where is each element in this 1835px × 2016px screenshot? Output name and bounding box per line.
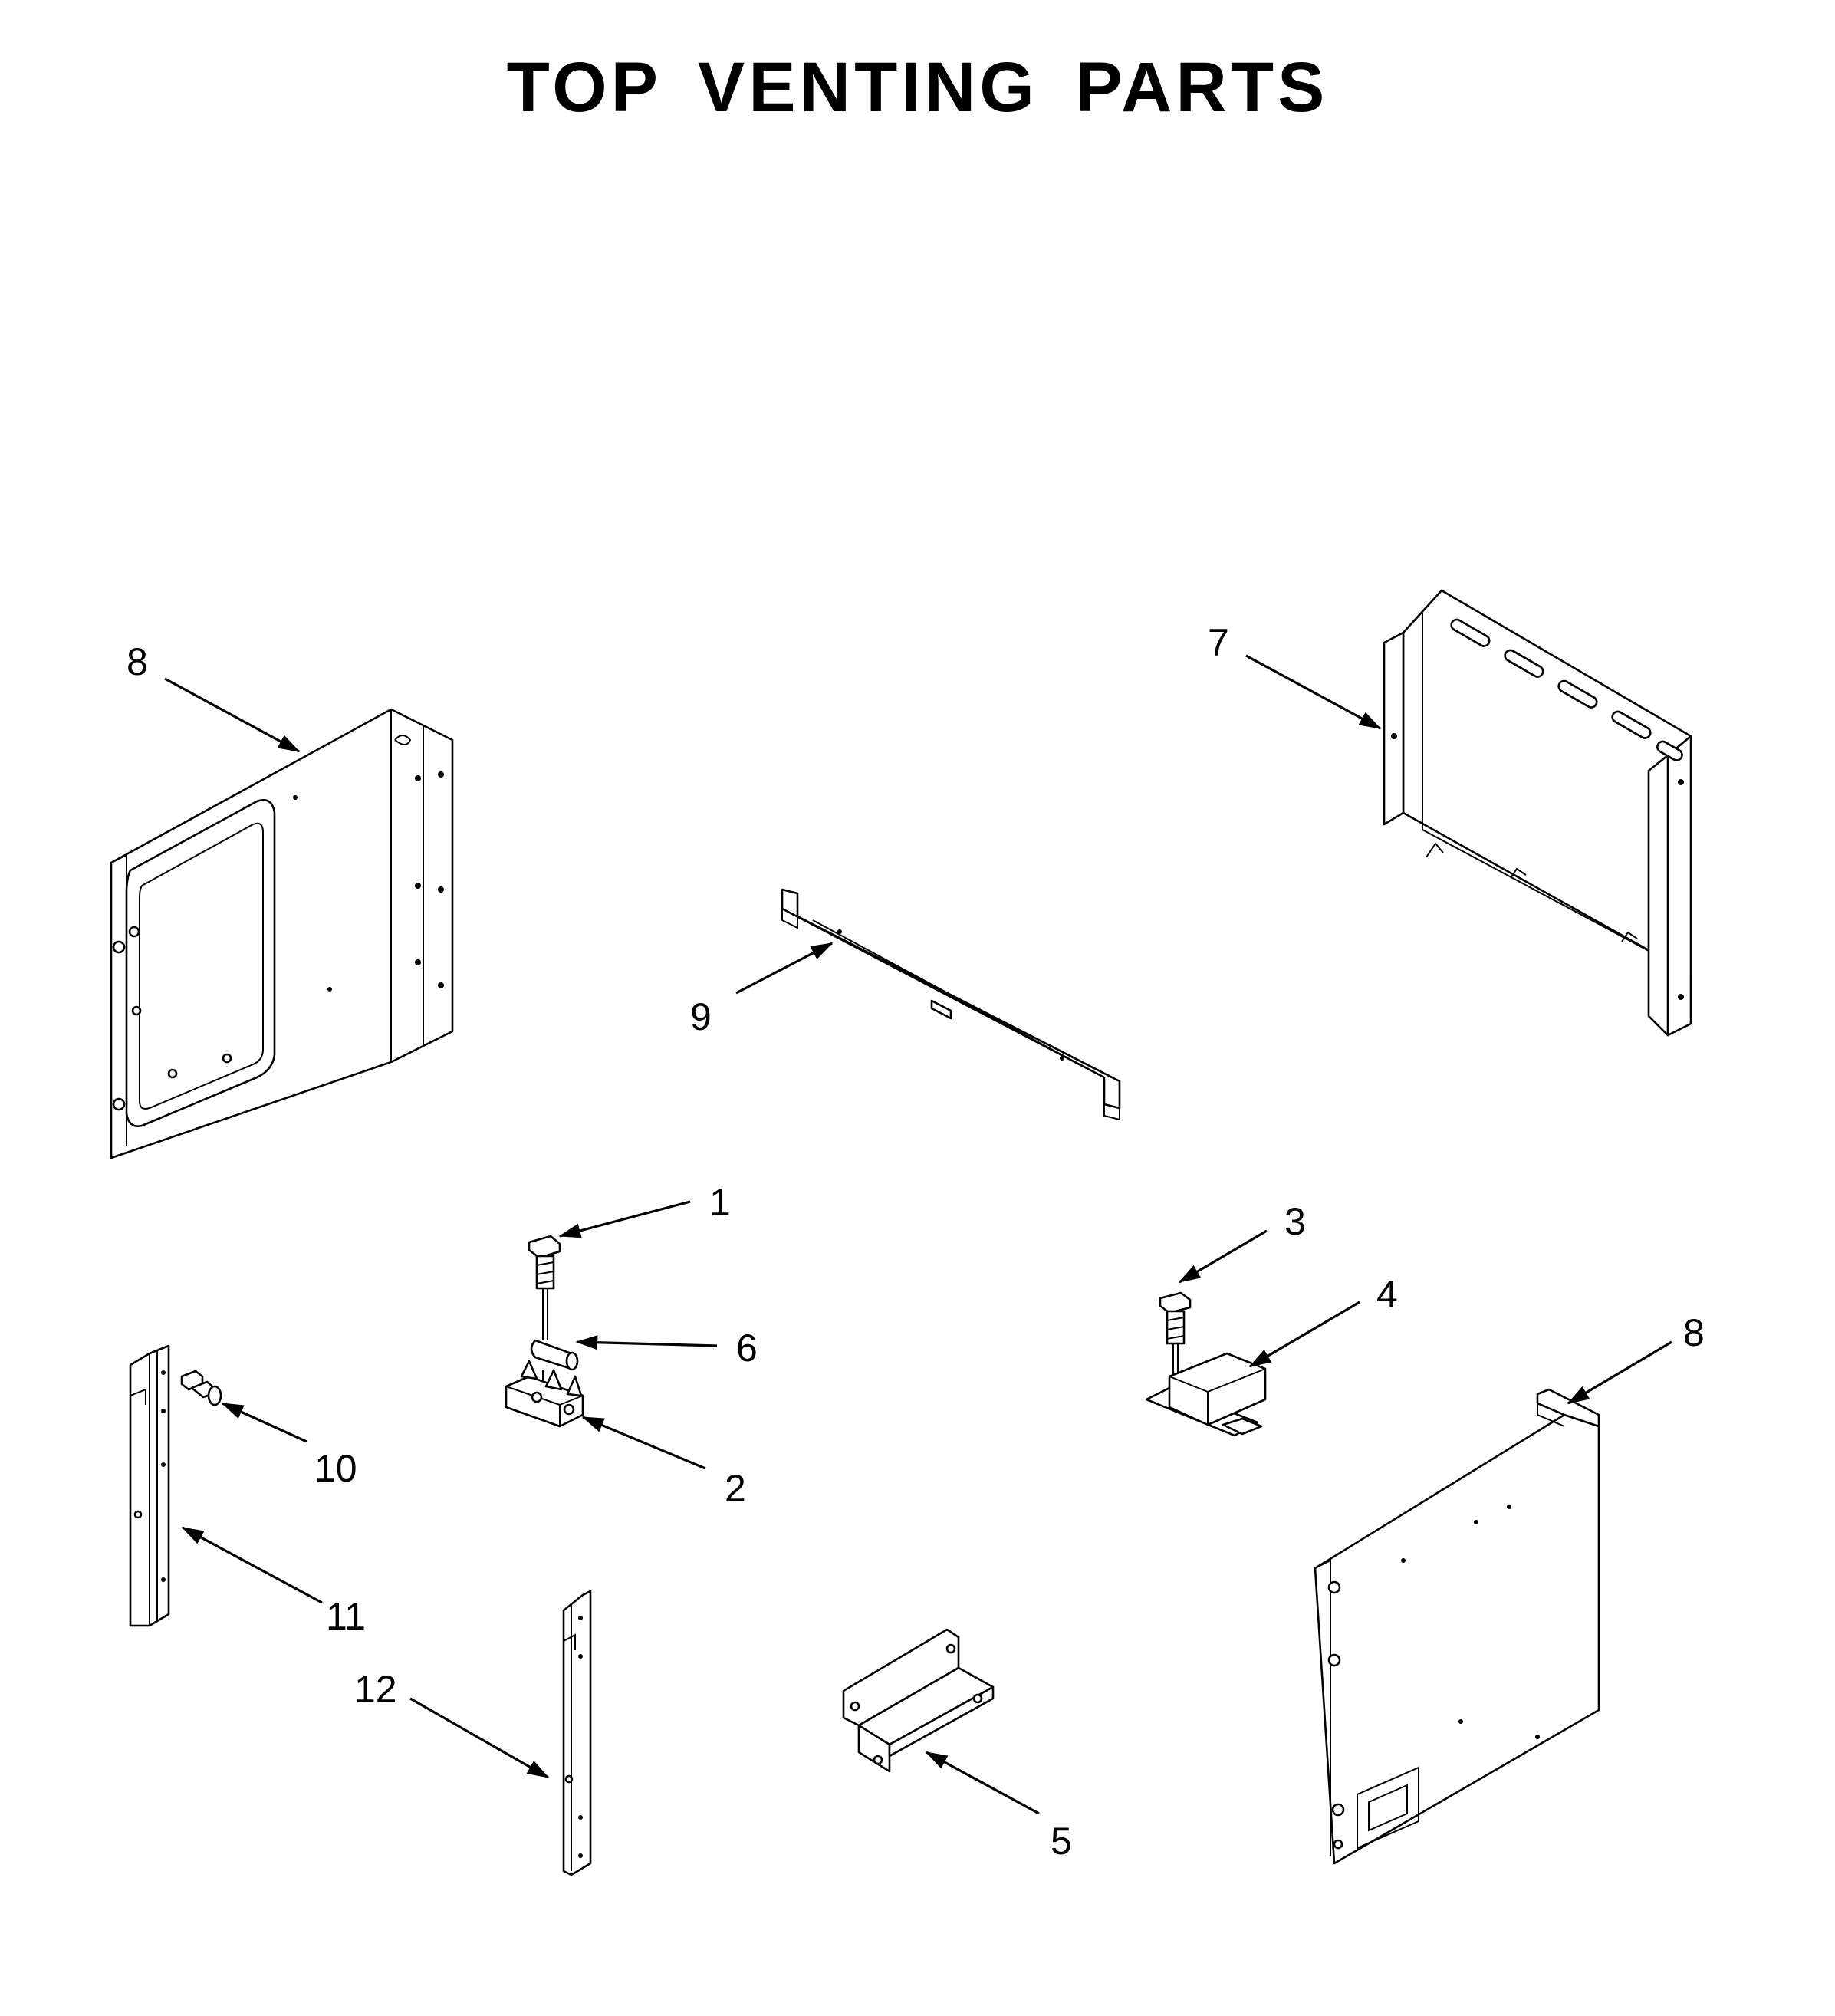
leader-5 — [925, 1751, 1040, 1815]
part-12-bracket — [562, 1590, 592, 1876]
callout-1: 1 — [709, 1181, 731, 1224]
callout-11: 11 — [326, 1595, 366, 1638]
leader-8-right — [1567, 1340, 1672, 1405]
leader-8-left — [164, 677, 301, 753]
leader-10 — [221, 1402, 307, 1443]
callout-12: 12 — [354, 1668, 397, 1711]
vent-slots — [1450, 618, 1683, 761]
leader-lines — [164, 654, 1672, 1815]
part-3-screw — [1159, 1291, 1192, 1384]
part-5-mounting-bracket — [842, 1628, 995, 1773]
part-4-module — [1145, 1352, 1267, 1437]
part-6-fuse — [530, 1339, 579, 1380]
leader-9 — [735, 942, 834, 995]
diagram-title: TOP VENTING PARTS — [506, 48, 1329, 127]
callout-5: 5 — [1051, 1820, 1072, 1863]
part-1-screw — [528, 1235, 561, 1340]
part-2-terminal-block — [505, 1360, 584, 1428]
part-7-vent-panel — [1383, 589, 1692, 1037]
leader-11 — [181, 1526, 323, 1604]
leader-1 — [558, 1200, 691, 1238]
callout-8-right: 8 — [1683, 1311, 1705, 1354]
leader-2 — [581, 1416, 706, 1470]
part-8-right-side-panel — [1314, 1388, 1600, 1865]
leader-12 — [409, 1697, 550, 1779]
leader-7 — [1245, 654, 1382, 730]
part-9-rail — [781, 888, 1121, 1121]
callout-4: 4 — [1376, 1273, 1398, 1316]
leader-4 — [1248, 1301, 1360, 1368]
callout-8-left: 8 — [127, 640, 148, 683]
leader-6 — [575, 1335, 718, 1350]
callout-labels: 8 7 9 1 6 2 3 4 8 10 11 12 5 — [127, 621, 1705, 1863]
callout-3: 3 — [1284, 1200, 1306, 1243]
callout-10: 10 — [314, 1447, 357, 1490]
callout-7: 7 — [1208, 621, 1229, 664]
callout-6: 6 — [736, 1327, 758, 1370]
part-11-bracket — [129, 1344, 170, 1627]
part-8-left-side-panel — [110, 708, 454, 1159]
part-10-screw — [180, 1370, 222, 1406]
callout-2: 2 — [725, 1467, 746, 1510]
callout-9: 9 — [690, 995, 712, 1038]
leader-3 — [1178, 1229, 1268, 1284]
